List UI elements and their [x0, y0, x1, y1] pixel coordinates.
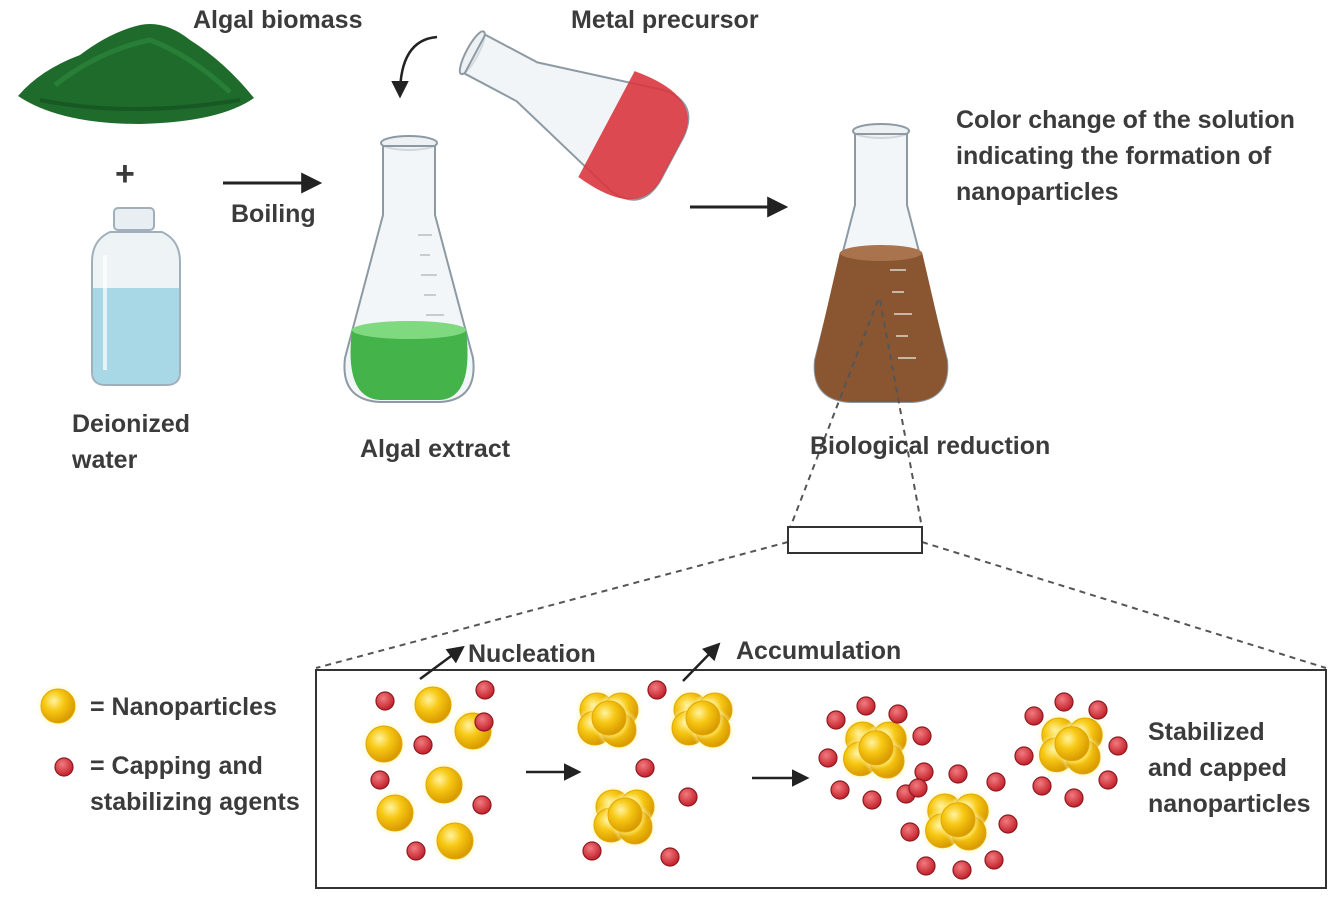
- algal-extract-label: Algal extract: [360, 435, 511, 463]
- biological-reduction-flask: [813, 123, 949, 403]
- capping-agent: [914, 762, 934, 782]
- nanoparticle: [685, 700, 721, 736]
- pour-arrow: [391, 35, 438, 99]
- capping-agent: [888, 704, 908, 724]
- capping-agent: [678, 787, 698, 807]
- accumulation-arrow: [682, 642, 721, 682]
- capping-agent: [413, 735, 433, 755]
- boiling-label: Boiling: [231, 200, 316, 228]
- nanoparticle: [376, 794, 414, 832]
- color-change-label: Color change of the solution indicating …: [956, 106, 1295, 206]
- plus-sign: +: [115, 155, 135, 193]
- nanoparticle: [436, 822, 474, 860]
- nucleation-arrow: [419, 645, 465, 681]
- capping-agent: [1108, 736, 1128, 756]
- capping-agent: [582, 841, 602, 861]
- capping-agent: [1032, 776, 1052, 796]
- zoom-box: [787, 526, 923, 554]
- nanoparticle: [858, 730, 894, 766]
- capping-agent: [475, 680, 495, 700]
- nanoparticle: [1054, 726, 1090, 762]
- nanoparticle: [414, 686, 452, 724]
- capping-agent: [1014, 746, 1034, 766]
- algal-biomass-label: Algal biomass: [193, 6, 363, 34]
- capping-agent: [1088, 700, 1108, 720]
- capping-agent: [660, 847, 680, 867]
- capping-agent: [948, 764, 968, 784]
- capping-agent: [1098, 770, 1118, 790]
- capping-agent: [1024, 706, 1044, 726]
- capping-agent: [826, 710, 846, 730]
- capping-agent: [1064, 788, 1084, 808]
- capping-agent: [856, 696, 876, 716]
- capping-agent: [916, 856, 936, 876]
- capping-agent: [908, 778, 928, 798]
- nucleation-label: Nucleation: [468, 640, 596, 668]
- capping-agent: [370, 770, 390, 790]
- capping-agent: [984, 850, 1004, 870]
- capping-agent: [472, 795, 492, 815]
- stabilized-label: Stabilized and capped nanoparticles: [1148, 718, 1311, 818]
- zoom-indicator: [315, 299, 1327, 669]
- capping-agent: [998, 814, 1018, 834]
- capping-agent: [635, 758, 655, 778]
- deionized-water-label: Deionized water: [72, 410, 191, 474]
- nanoparticle: [365, 725, 403, 763]
- deionized-water-bottle: [91, 207, 181, 386]
- capping-agent: [830, 780, 850, 800]
- legend-capping-icon: [54, 757, 74, 777]
- legend-nanoparticles-label: = Nanoparticles: [90, 693, 277, 721]
- nanoparticle: [591, 700, 627, 736]
- nanoparticle: [425, 766, 463, 804]
- mechanism-panel: [315, 669, 1327, 889]
- metal-precursor-flask: [458, 30, 690, 201]
- capping-agent: [406, 841, 426, 861]
- biological-reduction-label: Biological reduction: [810, 432, 1051, 460]
- accumulation-label: Accumulation: [736, 637, 902, 665]
- capping-agent: [818, 748, 838, 768]
- capping-agent: [986, 772, 1006, 792]
- particle-layer: [36, 680, 1128, 880]
- nanoparticle: [607, 797, 643, 833]
- capping-agent: [952, 860, 972, 880]
- legend-capping-label: = Capping and stabilizing agents: [90, 752, 300, 816]
- metal-precursor-label: Metal precursor: [571, 6, 759, 34]
- capping-agent: [912, 726, 932, 746]
- capping-agent: [647, 680, 667, 700]
- legend-nanoparticle-icon: [40, 688, 76, 724]
- algal-extract-flask: [343, 135, 475, 403]
- capping-agent: [862, 790, 882, 810]
- nanoparticle: [940, 802, 976, 838]
- capping-agent: [1054, 692, 1074, 712]
- algal-biomass-pile: [18, 24, 254, 124]
- capping-agent: [474, 712, 494, 732]
- capping-agent: [375, 691, 395, 711]
- capping-agent: [900, 822, 920, 842]
